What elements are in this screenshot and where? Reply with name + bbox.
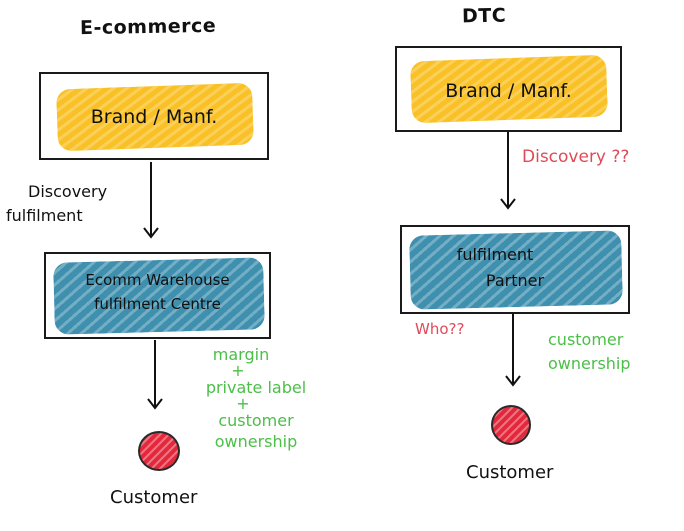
right-who-question: Who??	[415, 320, 465, 338]
left-brand-label: Brand / Manf.	[90, 106, 218, 128]
right-benefits: customer ownership	[548, 328, 631, 376]
benefit-ownership: ownership	[548, 354, 631, 373]
benefit-customer: customer	[548, 330, 624, 349]
right-discovery-question: Discovery ??	[522, 147, 630, 167]
right-partner-box: fulfilment Partner	[400, 225, 630, 314]
warehouse-line-1: Ecomm Warehouse	[85, 271, 230, 289]
right-customer-icon	[491, 405, 531, 445]
left-brand-box: Brand / Manf.	[39, 72, 269, 160]
right-customer-label: Customer	[466, 462, 554, 483]
left-customer-label: Customer	[110, 487, 198, 508]
benefit-customer: customer	[218, 411, 294, 430]
partner-line-2: Partner	[485, 271, 545, 290]
benefit-plus-2: +	[236, 394, 250, 413]
benefit-private-label: private label	[205, 378, 307, 397]
warehouse-line-2: fulfilment Centre	[94, 295, 221, 313]
left-benefits: margin + private label + customer owners…	[186, 344, 326, 452]
right-brand-label: Brand / Manf.	[445, 80, 572, 102]
fulfilment-text: fulfilment	[6, 206, 83, 225]
left-warehouse-label: Ecomm Warehouse fulfilment Centre	[46, 268, 269, 316]
right-brand-box: Brand / Manf.	[395, 46, 622, 132]
left-warehouse-box: Ecomm Warehouse fulfilment Centre	[44, 252, 271, 339]
discovery-text: Discovery	[28, 182, 108, 201]
left-customer-icon	[138, 431, 180, 471]
benefit-plus-1: +	[231, 361, 245, 380]
left-discovery-label: Discovery fulfilment	[6, 180, 108, 228]
dtc-title: DTC	[461, 4, 507, 28]
benefit-margin: margin	[212, 345, 270, 364]
partner-line-1: fulfilment	[456, 245, 534, 264]
right-partner-label: fulfilment Partner	[402, 242, 628, 294]
benefit-ownership: ownership	[214, 432, 298, 451]
ecommerce-title: E-commerce	[79, 14, 217, 40]
